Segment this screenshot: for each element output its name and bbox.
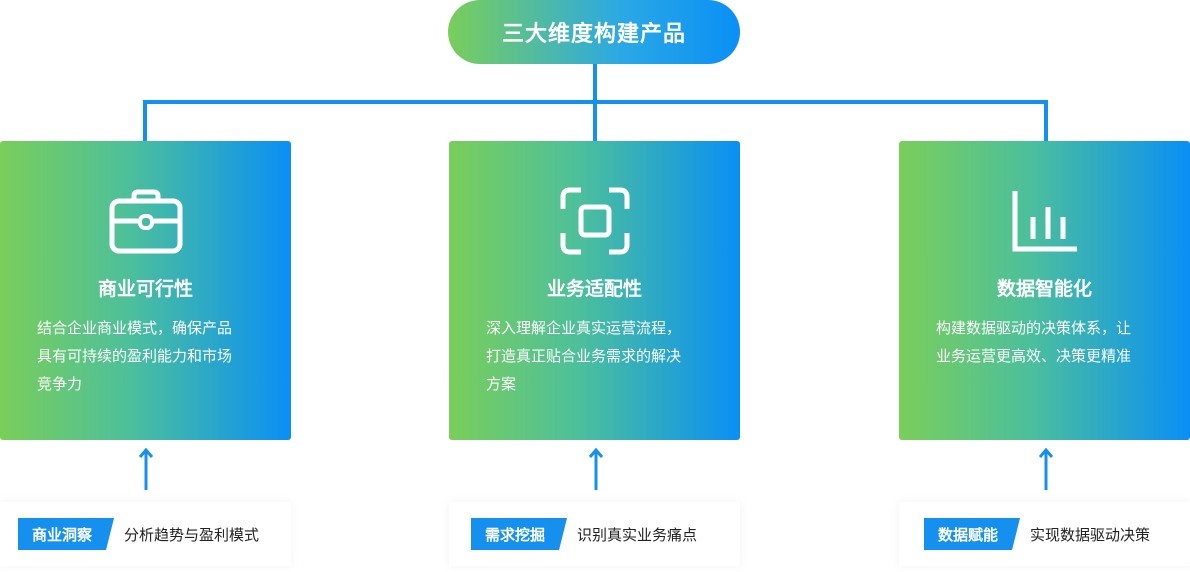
- bottom-box-data-empowerment: 数据赋能 实现数据驱动决策: [899, 502, 1190, 566]
- tag-description: 识别真实业务痛点: [577, 526, 698, 544]
- tag-description: 分析趋势与盈利模式: [124, 526, 260, 544]
- card-business-feasibility: 商业可行性 结合企业商业模式，确保产品 具有可持续的盈利能力和市场 竞争力: [0, 141, 291, 440]
- tag-description: 实现数据驱动决策: [1030, 526, 1151, 544]
- card-description: 深入理解企业真实运营流程， 打造真正贴合业务需求的解决 方案: [486, 320, 682, 393]
- bottom-box-business-insight: 商业洞察 分析趋势与盈利模式: [0, 502, 291, 566]
- card-data-intelligence: 数据智能化 构建数据驱动的决策体系，让 业务运营更高效、决策更精准: [899, 141, 1190, 440]
- arrow-up-icon: [1039, 448, 1053, 490]
- card-heading: 业务适配性: [546, 279, 642, 300]
- arrow-up-icon: [589, 448, 603, 490]
- card-description: 结合企业商业模式，确保产品 具有可持续的盈利能力和市场 竞争力: [37, 320, 233, 393]
- focus-scan-icon: [560, 187, 629, 255]
- briefcase-icon: [109, 189, 182, 254]
- card-heading: 商业可行性: [97, 279, 193, 300]
- diagram-title: 三大维度构建产品: [448, 0, 740, 64]
- tag-label: 商业洞察: [18, 518, 114, 550]
- bottom-box-requirement-mining: 需求挖掘 识别真实业务痛点: [449, 502, 740, 566]
- arrow-up-icon: [139, 448, 153, 490]
- card-heading: 数据智能化: [996, 279, 1092, 300]
- tag-label: 数据赋能: [924, 518, 1020, 550]
- connector-left: [143, 100, 147, 141]
- connector-right: [1044, 100, 1048, 141]
- tag-label: 需求挖掘: [471, 518, 567, 550]
- connector-vertical-top: [593, 64, 597, 102]
- card-description: 构建数据驱动的决策体系，让 业务运营更高效、决策更精准: [936, 320, 1132, 365]
- bar-chart-icon: [1012, 191, 1077, 252]
- connector-middle: [593, 100, 597, 141]
- card-business-fit: 业务适配性 深入理解企业真实运营流程， 打造真正贴合业务需求的解决 方案: [449, 141, 740, 440]
